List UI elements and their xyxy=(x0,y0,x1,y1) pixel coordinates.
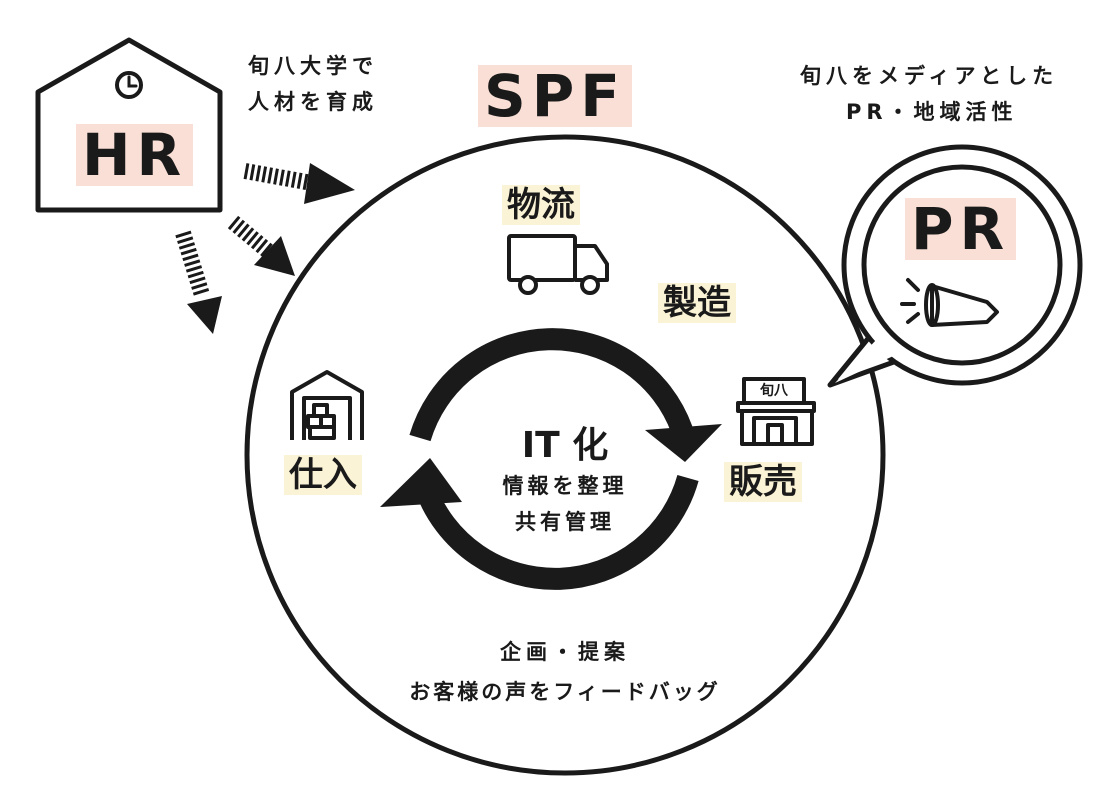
spf-circle xyxy=(244,134,886,776)
spf-label: SPF xyxy=(478,65,632,127)
bottom-line1: 企画・提案 xyxy=(500,640,630,664)
pr-note-line2: PR・地域活性 xyxy=(846,100,1018,124)
cycle-arrow-bottom xyxy=(380,458,699,590)
pr-bubble xyxy=(827,144,1083,388)
pr-label: PR xyxy=(905,198,1017,260)
clock-icon xyxy=(115,71,143,99)
hr-note-line2: 人材を育成 xyxy=(248,90,378,114)
store-icon xyxy=(736,377,816,446)
stage-hanbai: 販売 xyxy=(724,462,802,502)
center-line1: 情報を整理 xyxy=(502,474,628,498)
megaphone-icon xyxy=(900,278,999,327)
dotted-arrow-diagonal xyxy=(227,215,295,276)
store-sign: 旬八 xyxy=(760,383,788,399)
center-title: IT 化 xyxy=(521,425,609,466)
dotted-arrow-right xyxy=(243,163,355,204)
bottom-line2: お客様の声をフィードバッグ xyxy=(409,680,721,704)
center-line2: 共有管理 xyxy=(515,510,615,534)
hr-label: HR xyxy=(76,124,194,186)
stage-seizo: 製造 xyxy=(658,283,736,323)
hr-note-line1: 旬八大学で xyxy=(248,54,378,78)
stage-shiire: 仕入 xyxy=(284,455,362,495)
dotted-arrow-down xyxy=(175,230,222,334)
warehouse-icon xyxy=(290,370,364,440)
stage-butsuryu: 物流 xyxy=(502,185,580,225)
truck-icon xyxy=(507,234,609,295)
cycle-arrow-top xyxy=(409,328,722,462)
pr-note-line1: 旬八をメディアとした xyxy=(800,64,1059,88)
